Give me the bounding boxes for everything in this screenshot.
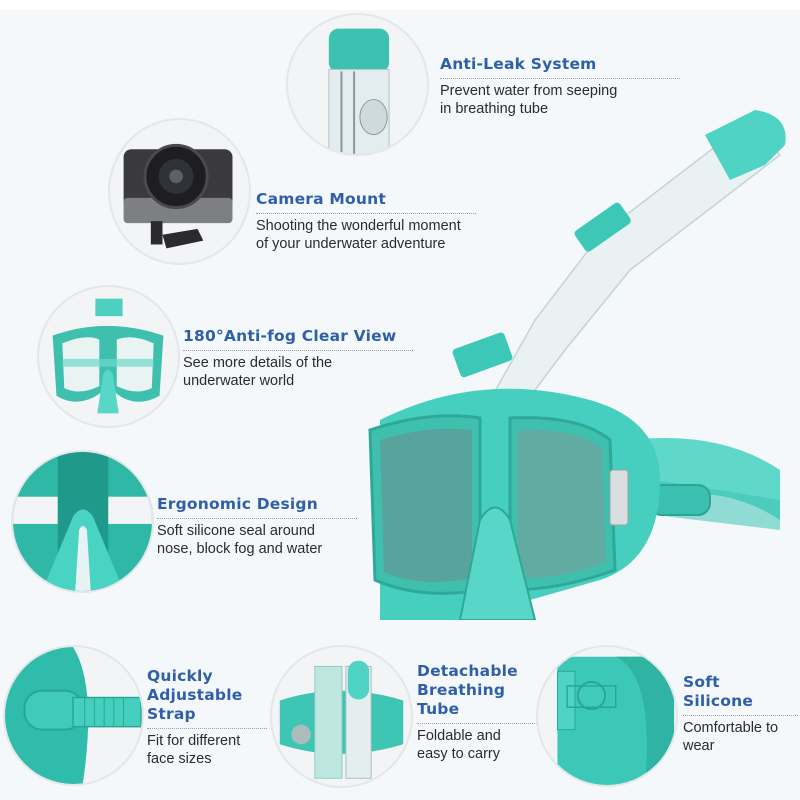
top-band (0, 0, 800, 10)
feature-description-line: of your underwater adventure (256, 236, 446, 252)
anti-fog-circle-image (37, 285, 180, 428)
feature-description-line: See more details of the (183, 355, 333, 371)
dotted-separator (256, 213, 476, 214)
feature-description-line: Prevent water from seeping (440, 83, 618, 99)
feature-description-line: Fit for different (147, 733, 241, 749)
feature-title: 180°Anti-fog Clear View (183, 327, 397, 345)
silicone-skirt-icon (556, 656, 675, 785)
feature-title: Anti-Leak System (440, 55, 597, 73)
feature-description-line: Soft silicone seal around (157, 523, 315, 539)
ergonomic-circle-image (11, 450, 154, 593)
dotted-separator (683, 715, 798, 716)
dotted-separator (440, 78, 680, 79)
feature-strap: Quickly Adjustable Strap Fit for differe… (147, 667, 267, 768)
feature-title: Camera Mount (256, 190, 386, 208)
snorkel-mask-icon (368, 110, 786, 621)
feature-description-line: wear (683, 738, 715, 754)
feature-detachable-tube: Detachable Breathing Tube Foldable and e… (417, 662, 537, 763)
mask-front-view-icon (52, 298, 164, 414)
folded-tube-icon (279, 660, 404, 779)
feature-description-line: Comfortable to (683, 720, 779, 736)
dotted-separator (417, 723, 537, 724)
feature-title-line: Detachable (417, 662, 518, 680)
feature-title: Ergonomic Design (157, 495, 318, 513)
anti-leak-circle-image (286, 13, 429, 156)
dotted-separator (147, 728, 267, 729)
detachable-tube-circle-image (270, 645, 413, 788)
feature-anti-fog: 180°Anti-fog Clear View See more details… (183, 327, 413, 390)
feature-title-line: Tube (417, 700, 460, 718)
strap-circle-image (3, 645, 144, 786)
feature-anti-leak: Anti-Leak System Prevent water from seep… (440, 55, 680, 118)
feature-description-line: nose, block fog and water (157, 541, 323, 557)
feature-description-line: easy to carry (417, 746, 500, 762)
feature-description-line: Shooting the wonderful moment (256, 218, 461, 234)
feature-ergonomic: Ergonomic Design Soft silicone seal arou… (157, 495, 357, 558)
feature-soft-silicone: Soft Silicone Comfortable to wear (683, 673, 798, 755)
feature-title-line: Strap (147, 705, 196, 723)
snorkel-mask-product-image (360, 100, 800, 621)
breathing-tube-valve-icon (328, 28, 390, 154)
nose-pocket-closeup-icon (13, 452, 152, 591)
feature-title-line: Silicone (683, 692, 754, 710)
feature-camera-mount: Camera Mount Shooting the wonderful mome… (256, 190, 526, 253)
feature-title-line: Adjustable (147, 686, 243, 704)
feature-title-line: Breathing (417, 681, 506, 699)
feature-description-line: Foldable and (417, 728, 501, 744)
soft-silicone-circle-image (536, 645, 678, 787)
feature-title-line: Quickly (147, 667, 213, 685)
dotted-separator (157, 518, 357, 519)
feature-description-line: in breathing tube (440, 101, 549, 117)
feature-description-line: face sizes (147, 751, 212, 767)
action-camera-icon (123, 143, 233, 249)
dotted-separator (183, 350, 413, 351)
strap-buckle-icon (5, 647, 142, 784)
camera-mount-circle-image (108, 118, 251, 265)
feature-description-line: underwater world (183, 373, 295, 389)
feature-title-line: Soft (683, 673, 720, 691)
